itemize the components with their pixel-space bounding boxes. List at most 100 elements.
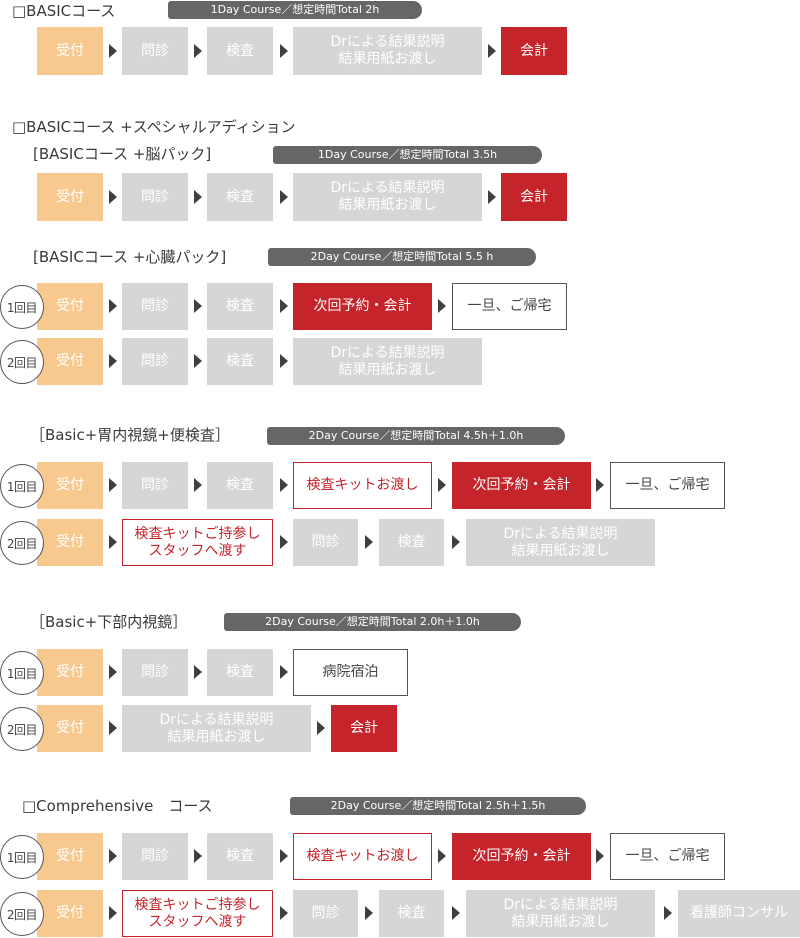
arrow-right-icon [194, 44, 202, 58]
arrow-right-icon [438, 849, 446, 863]
visit-badge: 1回目 [0, 464, 44, 508]
arrow-right-icon [109, 906, 117, 920]
step-reception: 受付 [37, 338, 103, 385]
step-exam: 検査 [207, 173, 273, 221]
arrow-right-icon [280, 299, 288, 313]
arrow-right-icon [194, 299, 202, 313]
arrow-right-icon [280, 849, 288, 863]
arrow-right-icon [452, 906, 460, 920]
arrow-right-icon [280, 906, 288, 920]
arrow-right-icon [280, 665, 288, 679]
visit-badge: 2回目 [0, 340, 44, 384]
arrow-right-icon [280, 190, 288, 204]
arrow-right-icon [280, 478, 288, 492]
arrow-right-icon [109, 849, 117, 863]
visit-badge: 2回目 [0, 521, 44, 565]
course-pill-brain-pack: 1Day Course／想定時間Total 3.5h [273, 146, 542, 164]
step-exam: 検査 [379, 890, 444, 937]
step-next-appointment-payment: 次回予約・会計 [452, 462, 591, 509]
step-go-home: 一旦、ご帰宅 [610, 462, 725, 509]
arrow-right-icon [596, 478, 604, 492]
arrow-right-icon [194, 478, 202, 492]
step-interview: 問診 [122, 462, 188, 509]
step-results: Drによる結果説明 結果用紙お渡し [293, 27, 482, 75]
arrow-right-icon [317, 721, 325, 735]
step-go-home: 一旦、ご帰宅 [452, 283, 567, 330]
step-payment: 会計 [501, 27, 567, 75]
step-interview: 問診 [122, 27, 188, 75]
visit-badge: 1回目 [0, 651, 44, 695]
section-title-special-addition: □BASICコース +スペシャルアディション [12, 118, 296, 136]
arrow-right-icon [438, 299, 446, 313]
visit-badge: 2回目 [0, 707, 44, 751]
arrow-right-icon [109, 190, 117, 204]
step-exam: 検査 [207, 338, 273, 385]
step-results: Drによる結果説明 結果用紙お渡し [466, 519, 655, 566]
step-kit-handover: 検査キットお渡し [293, 462, 432, 509]
section-title-gastroscopy: ［Basic+胃内視鏡+便検査］ [30, 426, 230, 444]
arrow-right-icon [365, 906, 373, 920]
step-interview: 問診 [122, 833, 188, 880]
arrow-right-icon [109, 299, 117, 313]
step-reception: 受付 [37, 890, 103, 937]
arrow-right-icon [365, 535, 373, 549]
arrow-right-icon [280, 535, 288, 549]
arrow-right-icon [664, 906, 672, 920]
step-interview: 問診 [122, 173, 188, 221]
step-interview: 問診 [122, 649, 188, 696]
step-hospital-stay: 病院宿泊 [293, 649, 408, 696]
step-reception: 受付 [37, 173, 103, 221]
step-interview: 問診 [122, 283, 188, 330]
arrow-right-icon [438, 478, 446, 492]
step-reception: 受付 [37, 519, 103, 566]
arrow-right-icon [194, 354, 202, 368]
step-next-appointment-payment: 次回予約・会計 [293, 283, 432, 330]
arrow-right-icon [488, 190, 496, 204]
arrow-right-icon [194, 665, 202, 679]
arrow-right-icon [109, 535, 117, 549]
visit-badge: 2回目 [0, 892, 44, 936]
course-pill-comprehensive: 2Day Course／想定時間Total 2.5h＋1.5h [290, 797, 586, 815]
course-pill-colonoscopy: 2Day Course／想定時間Total 2.0h＋1.0h [224, 613, 521, 631]
arrow-right-icon [109, 478, 117, 492]
section-title-heart-pack: [BASICコース +心臓パック] [33, 248, 227, 266]
course-pill-basic: 1Day Course／想定時間Total 2h [168, 1, 422, 19]
course-pill-gastroscopy: 2Day Course／想定時間Total 4.5h＋1.0h [267, 427, 565, 445]
step-payment: 会計 [331, 705, 397, 752]
step-go-home: 一旦、ご帰宅 [610, 833, 725, 880]
step-exam: 検査 [207, 833, 273, 880]
step-kit-handover: 検査キットお渡し [293, 833, 432, 880]
visit-badge: 1回目 [0, 835, 44, 879]
step-exam: 検査 [207, 283, 273, 330]
course-pill-heart-pack: 2Day Course／想定時間Total 5.5 h [268, 248, 536, 266]
step-interview: 問診 [293, 890, 358, 937]
arrow-right-icon [488, 44, 496, 58]
step-exam: 検査 [207, 462, 273, 509]
arrow-right-icon [194, 190, 202, 204]
arrow-right-icon [280, 354, 288, 368]
arrow-right-icon [194, 849, 202, 863]
section-title-colonoscopy: ［Basic+下部内視鏡］ [30, 613, 188, 631]
step-reception: 受付 [37, 283, 103, 330]
step-reception: 受付 [37, 833, 103, 880]
step-exam: 検査 [207, 27, 273, 75]
step-exam: 検査 [379, 519, 444, 566]
step-nurse-consult: 看護師コンサル [678, 890, 800, 937]
step-reception: 受付 [37, 27, 103, 75]
arrow-right-icon [109, 354, 117, 368]
section-title-basic: □BASICコース [12, 2, 116, 20]
arrow-right-icon [109, 721, 117, 735]
arrow-right-icon [280, 44, 288, 58]
step-interview: 問診 [122, 338, 188, 385]
arrow-right-icon [109, 44, 117, 58]
step-results: Drによる結果説明 結果用紙お渡し [293, 173, 482, 221]
step-payment: 会計 [501, 173, 567, 221]
step-reception: 受付 [37, 705, 103, 752]
step-reception: 受付 [37, 649, 103, 696]
section-title-brain-pack: [BASICコース +脳パック] [33, 145, 212, 163]
step-next-appointment-payment: 次回予約・会計 [452, 833, 591, 880]
step-kit-return: 検査キットご持参し スタッフへ渡す [122, 519, 273, 566]
step-results: Drによる結果説明 結果用紙お渡し [122, 705, 311, 752]
arrow-right-icon [596, 849, 604, 863]
step-exam: 検査 [207, 649, 273, 696]
